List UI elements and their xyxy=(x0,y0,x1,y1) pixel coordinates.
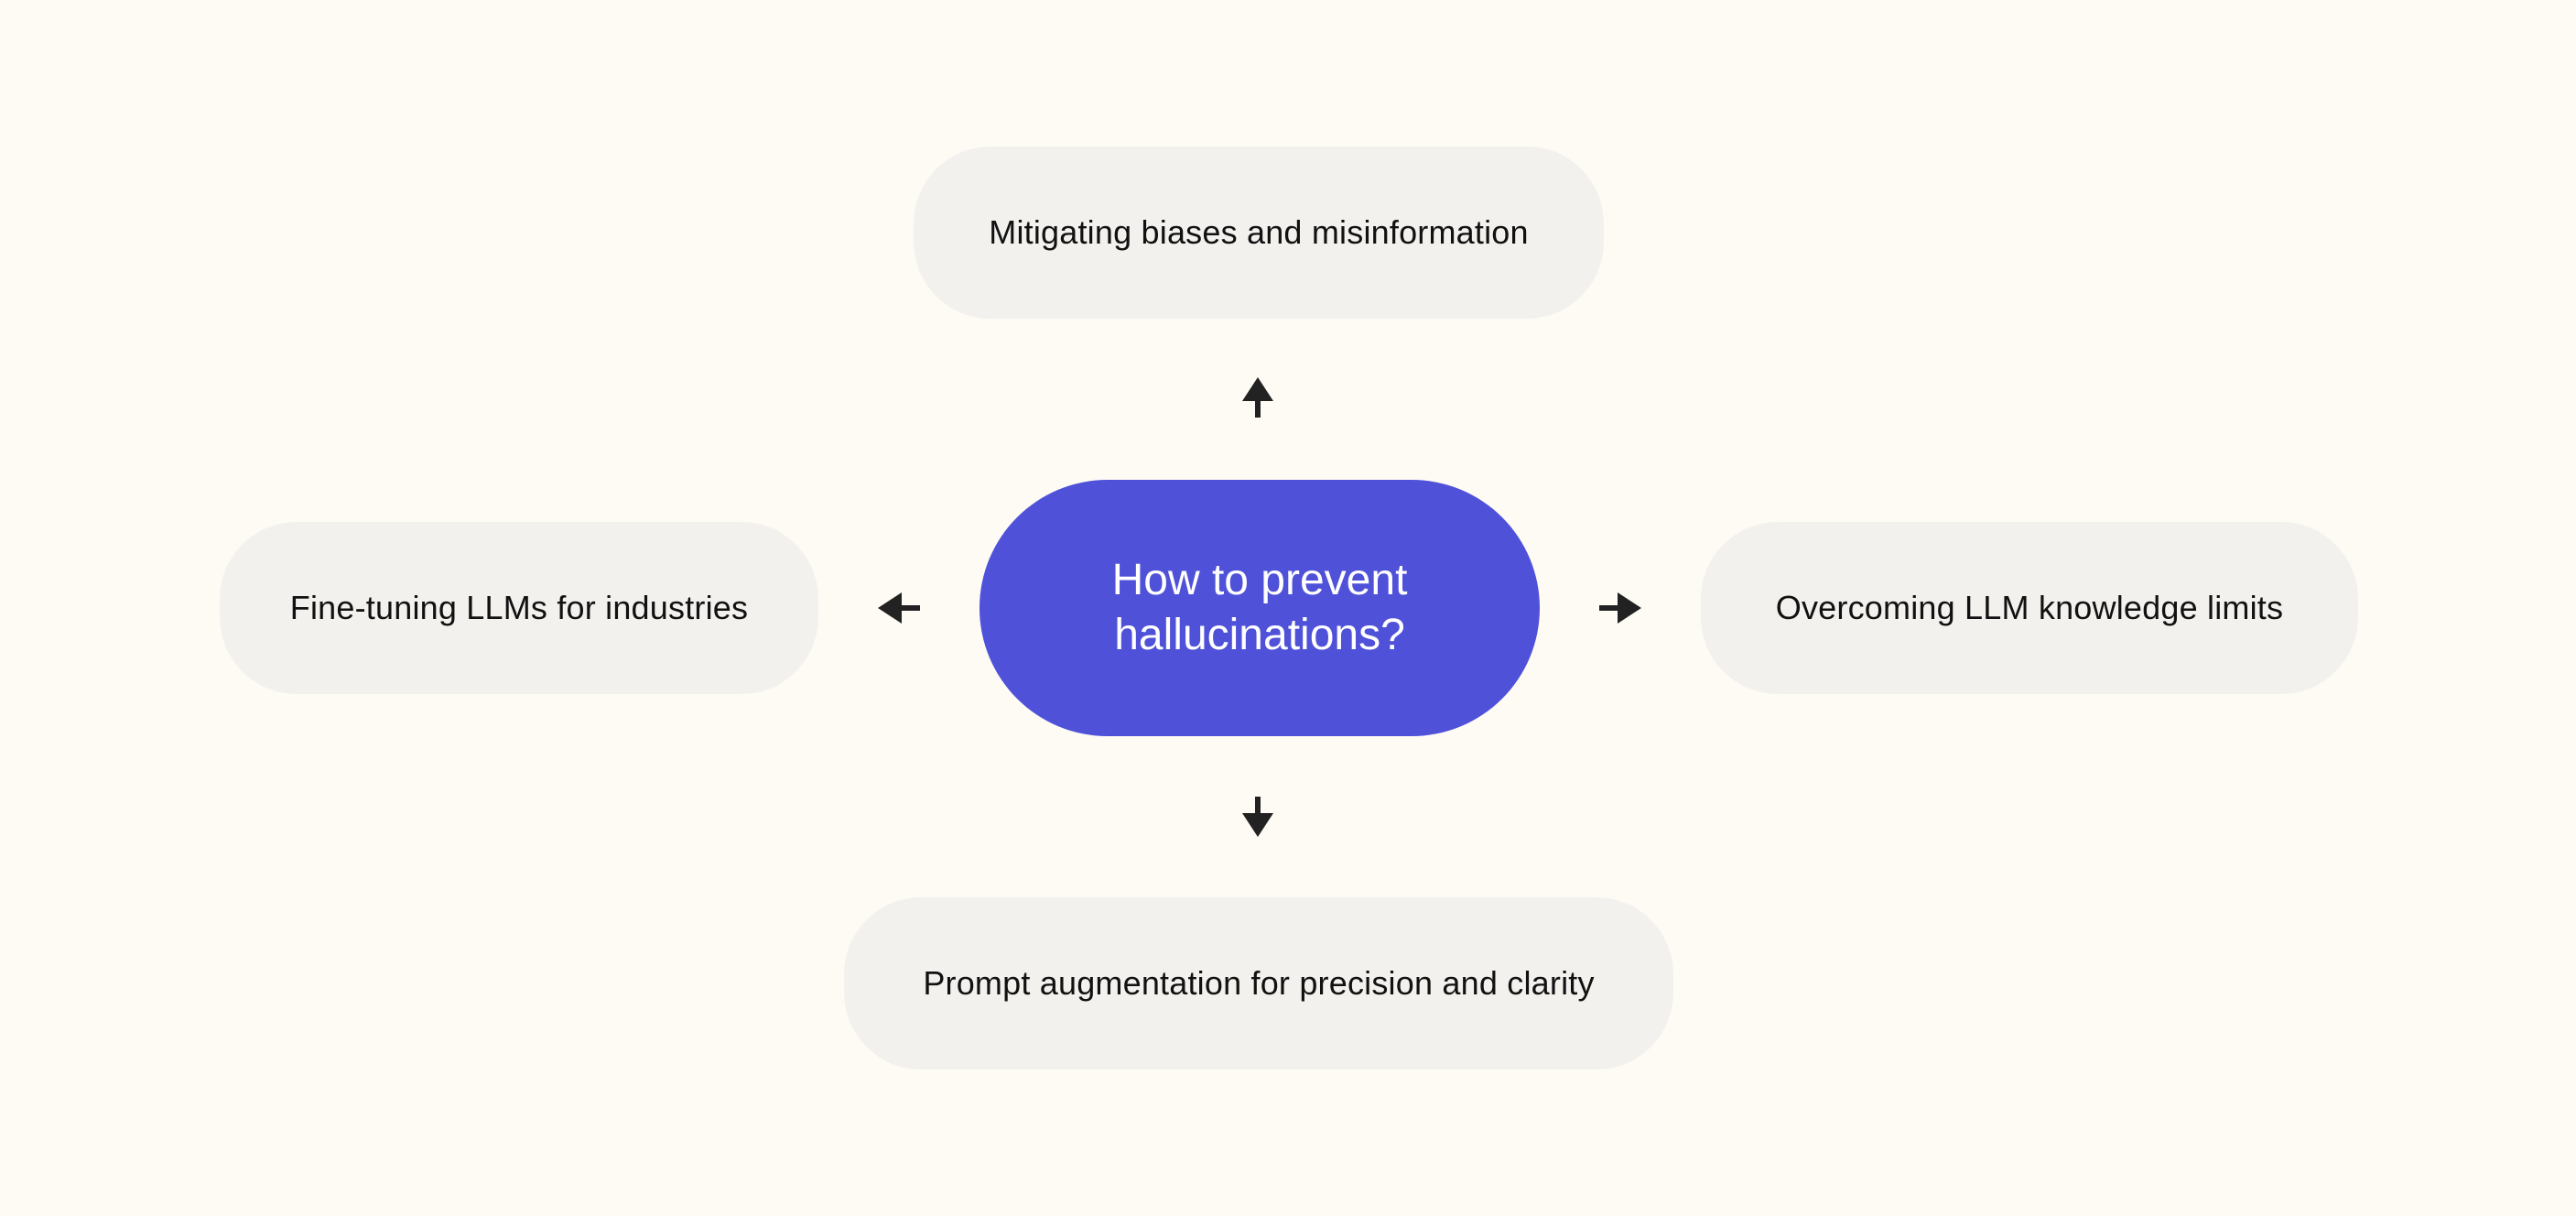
arrow-right-icon xyxy=(1599,592,1641,624)
node-label: Overcoming LLM knowledge limits xyxy=(1775,589,2284,626)
node-label: Prompt augmentation for precision and cl… xyxy=(923,964,1595,1002)
arrow-up-icon xyxy=(1242,377,1273,418)
node-label: Mitigating biases and misinformation xyxy=(989,213,1529,251)
arrow-down-icon xyxy=(1242,797,1273,837)
node-prompt-augmentation: Prompt augmentation for precision and cl… xyxy=(844,897,1673,1069)
node-overcoming-limits: Overcoming LLM knowledge limits xyxy=(1701,522,2358,694)
arrow-left-icon xyxy=(878,592,920,624)
node-fine-tuning: Fine-tuning LLMs for industries xyxy=(220,522,818,694)
node-mitigating-biases: Mitigating biases and misinformation xyxy=(914,147,1604,319)
center-node-label: How to prevent hallucinations? xyxy=(1111,556,1408,659)
node-label: Fine-tuning LLMs for industries xyxy=(289,589,749,626)
center-node: How to prevent hallucinations? xyxy=(980,480,1540,736)
